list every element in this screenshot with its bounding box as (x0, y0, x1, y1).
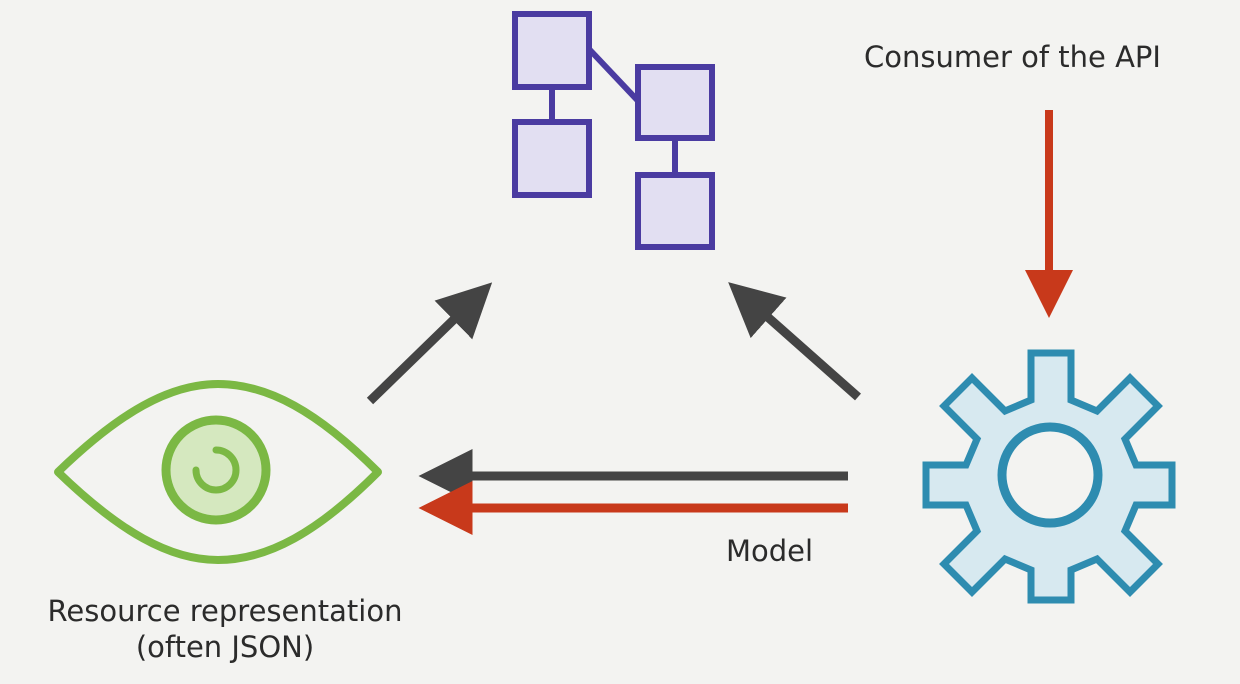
gear-icon (922, 349, 1176, 604)
hierarchy-node-4 (635, 172, 715, 250)
resource-label-line1: Resource representation (47, 594, 403, 628)
arrow-eye-to-hierarchy (366, 282, 493, 405)
resource-label-line2: (often JSON) (135, 630, 315, 665)
hierarchy-connector-diagonal (586, 46, 643, 106)
hierarchy-node-3 (635, 64, 715, 141)
hierarchy-node-2 (512, 119, 592, 198)
resource-representation-label: Resource representation (often JSON) (0, 593, 450, 666)
hierarchy-node-1 (512, 11, 592, 90)
eye-icon (54, 380, 382, 564)
consumer-label: Consumer of the API (864, 40, 1161, 74)
hierarchy-diagram-icon (512, 11, 715, 250)
model-label: Model (726, 534, 814, 568)
arrow-gear-to-hierarchy (728, 282, 861, 401)
